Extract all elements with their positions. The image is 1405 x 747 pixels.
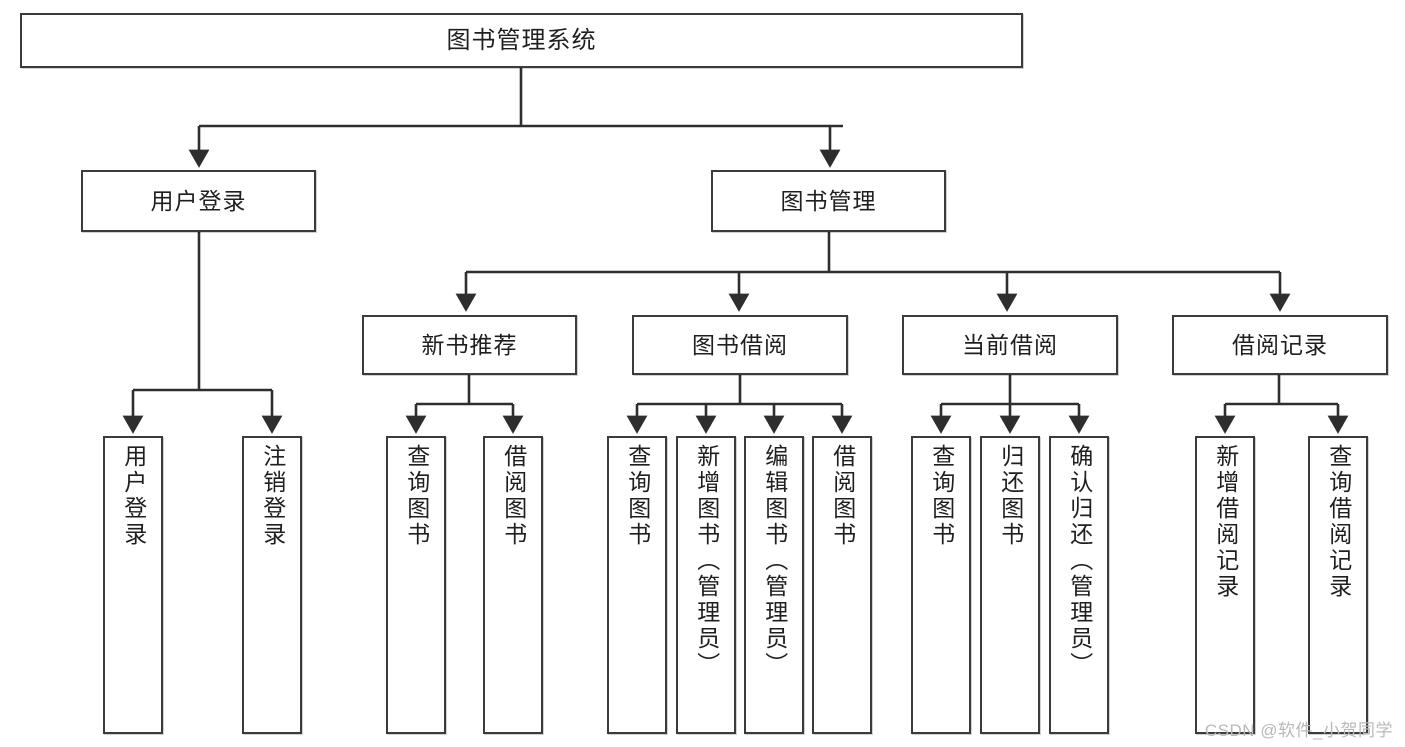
node-leaf-query-book-3[interactable]: 查询图书: [911, 436, 971, 734]
node-book-borrow[interactable]: 图书借阅: [632, 315, 848, 375]
node-leaf-edit-book[interactable]: 编辑图书（管理员）: [744, 436, 804, 734]
node-label: 图书管理系统: [446, 26, 597, 54]
node-label: 注销登录: [259, 444, 286, 548]
node-leaf-borrow-book-2[interactable]: 借阅图书: [812, 436, 872, 734]
node-label: 查询借阅记录: [1325, 444, 1352, 600]
node-leaf-logout[interactable]: 注销登录: [242, 436, 302, 734]
node-user-login[interactable]: 用户登录: [81, 170, 316, 232]
node-label: 用户登录: [150, 187, 247, 214]
node-label: 确认归还（管理员）: [1066, 444, 1093, 678]
node-leaf-query-book-2[interactable]: 查询图书: [607, 436, 667, 734]
node-current-borrow[interactable]: 当前借阅: [902, 315, 1118, 375]
node-book-management[interactable]: 图书管理: [711, 170, 946, 232]
watermark: CSDN @软件_小贺同学: [1204, 721, 1393, 740]
node-label: 新书推荐: [421, 331, 518, 358]
node-leaf-add-record[interactable]: 新增借阅记录: [1195, 436, 1255, 734]
node-label: 图书借阅: [692, 331, 788, 358]
node-label: 图书管理: [780, 187, 877, 214]
node-label: 借阅图书: [500, 444, 527, 548]
node-leaf-user-login[interactable]: 用户登录: [103, 436, 163, 734]
node-leaf-confirm-return[interactable]: 确认归还（管理员）: [1049, 436, 1109, 734]
node-label: 归还图书: [997, 444, 1024, 548]
node-label: 查询图书: [403, 444, 430, 548]
node-label: 当前借阅: [962, 331, 1058, 358]
node-new-book-recommend[interactable]: 新书推荐: [362, 315, 577, 375]
node-label: 查询图书: [928, 444, 955, 548]
node-leaf-query-record[interactable]: 查询借阅记录: [1308, 436, 1368, 734]
node-label: 编辑图书（管理员）: [761, 444, 788, 678]
node-label: 查询图书: [624, 444, 651, 548]
node-book-management-system[interactable]: 图书管理系统: [20, 13, 1023, 68]
node-label: 借阅图书: [829, 444, 856, 548]
node-label: 新增借阅记录: [1212, 444, 1239, 600]
node-label: 新增图书（管理员）: [693, 444, 720, 678]
node-leaf-borrow-book-1[interactable]: 借阅图书: [483, 436, 543, 734]
node-leaf-add-book[interactable]: 新增图书（管理员）: [676, 436, 736, 734]
node-leaf-query-book-1[interactable]: 查询图书: [386, 436, 446, 734]
node-label: 用户登录: [120, 444, 147, 548]
node-label: 借阅记录: [1232, 331, 1328, 358]
node-borrow-record[interactable]: 借阅记录: [1172, 315, 1388, 375]
node-leaf-return-book[interactable]: 归还图书: [980, 436, 1040, 734]
